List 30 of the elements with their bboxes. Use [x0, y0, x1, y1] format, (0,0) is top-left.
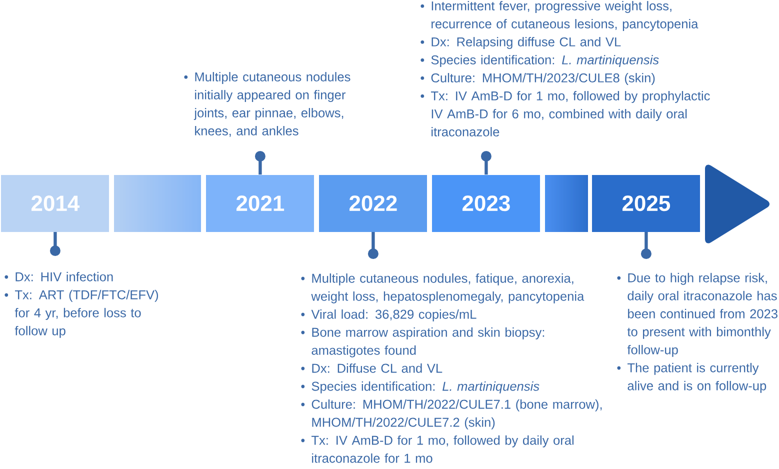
list-item: Tx: IV AmB-D for 1 mo, followed by daily oral itraconazole for 1 mo: [311, 435, 574, 463]
list-item: Due to high relapse risk, daily oral itraconazole has been continued from 2023 to present with bimonthly follow-up: [627, 272, 778, 357]
list-item: Dx: Diffuse CL and VL: [312, 363, 442, 373]
list-item: Species identification: L. martiniquensis: [431, 55, 659, 67]
list-item: Species identification: L. martiniquensis: [312, 381, 540, 394]
pin-line: [254, 151, 266, 175]
timeline-arrowhead: [705, 164, 770, 244]
pin-line: [480, 151, 492, 175]
list-item: Bone marrow aspiration and skin biopsy: amastigotes found: [312, 327, 544, 358]
year-box: 2021: [206, 175, 314, 232]
list-item: Intermittent fever, progressive weight loss, recurrence of cutaneous lesions, pancytopenia: [432, 1, 698, 31]
timeline-segment: [545, 175, 588, 232]
year-box: 2022: [319, 175, 427, 232]
list-item: Culture: MHOM/TH/2022/CULE7.1 (bone marrow), MHOM/TH/2022/CULE7.2 (skin): [312, 399, 602, 430]
list-item: Tx: IV AmB-D for 1 mo, followed by prophylactic IV AmB-D for 6 mo, combined with daily oral itraconazole: [431, 91, 710, 136]
list-item: The patient is currently alive and is on follow-up: [628, 362, 766, 393]
pin-line: [368, 232, 378, 259]
list-item: Tx: ART (TDF/FTC/EFV) for 4 yr, before loss to follow up: [14, 290, 158, 338]
list-item: Multiple cutaneous nodules, fatique, anorexia, weight loss, hepatosplenomegaly, pancytopenia: [311, 273, 584, 304]
year-box: 2014: [1, 175, 109, 232]
list-item: Culture: MHOM/TH/2023/CULE8 (skin): [431, 73, 655, 85]
pin-line: [640, 232, 652, 259]
pin-line: [50, 232, 60, 256]
year-box: 2023: [432, 175, 540, 232]
timeline-segment: [114, 175, 201, 232]
list-item: Multiple cutaneous nodules initially appeared on finger joints, ear pinnae, elbows, knees, and ankles: [194, 72, 350, 137]
year-box: 2025: [592, 175, 700, 232]
list-item: Viral load: 36,829 copies/mL: [311, 309, 476, 322]
list-item: Dx: HIV infection: [16, 272, 113, 282]
list-item: Dx: Relapsing diffuse CL and VL: [432, 37, 621, 49]
